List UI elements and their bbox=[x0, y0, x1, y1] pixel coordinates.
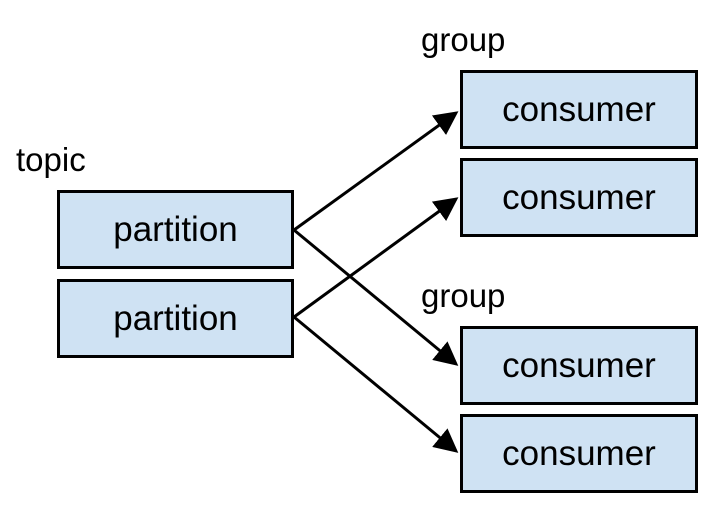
topic-label: topic bbox=[16, 141, 86, 178]
group-2-label: group bbox=[421, 277, 506, 314]
arrow-partition-1-to-group-1-consumer-1 bbox=[293, 111, 459, 232]
group-2-consumer-box-1: consumer bbox=[460, 326, 698, 405]
partition-box-1: partition bbox=[57, 190, 294, 269]
arrow-partition-2-to-group-2-consumer-2 bbox=[293, 315, 459, 453]
group-2-consumer-box-2: consumer bbox=[460, 414, 698, 493]
partition-box-2: partition bbox=[57, 279, 294, 358]
group-1-consumer-box-2: consumer bbox=[460, 158, 698, 237]
group-1-label: group bbox=[421, 21, 506, 58]
group-1-consumer-box-1: consumer bbox=[460, 70, 698, 149]
